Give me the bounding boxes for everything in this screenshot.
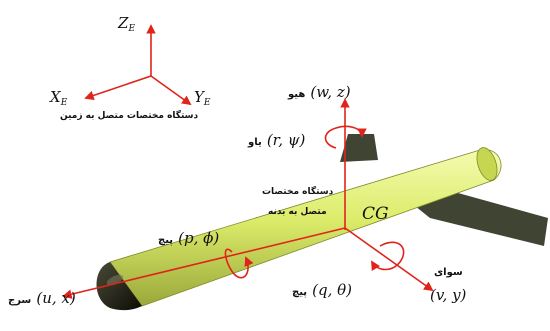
heave-symbol: (w, z) — [310, 83, 351, 101]
body-frame-axes — [62, 98, 434, 299]
earth-x-letter: X — [50, 88, 61, 106]
surge-label: سرج (u, x) — [8, 290, 76, 306]
earth-x-label: XE — [50, 90, 67, 108]
earth-z-subscript: E — [128, 24, 136, 34]
surge-symbol: (u, x) — [36, 289, 76, 307]
pitch-label: پیچ (q, θ) — [292, 282, 352, 298]
roll-name: پیچ — [158, 235, 174, 246]
sway-symbol: (v, y) — [430, 286, 467, 304]
earth-x-axis — [84, 75, 152, 101]
body-frame-caption-line1: دستگاه مختصات — [262, 187, 334, 197]
earth-x-subscript: E — [60, 98, 68, 108]
earth-z-letter: Z — [118, 14, 129, 32]
heave-name: هیو — [288, 89, 306, 100]
earth-y-axis — [150, 75, 192, 106]
earth-y-label: YE — [194, 90, 210, 108]
yaw-label: یاو (r, ψ) — [248, 132, 305, 148]
heave-label: هیو (w, z) — [288, 84, 351, 100]
nose-highlight — [106, 274, 124, 286]
surge-name: سرج — [8, 295, 32, 306]
yaw-rotation-arrow — [324, 125, 367, 149]
pitch-symbol: (q, θ) — [312, 281, 353, 299]
surge-axis — [62, 227, 346, 299]
yaw-symbol: (r, ψ) — [266, 131, 306, 149]
vehicle-nose — [96, 262, 142, 311]
upper-tail-fin — [340, 134, 378, 162]
earth-y-subscript: E — [203, 98, 211, 108]
body-frame-caption-line2: متصل به بدنه — [268, 207, 327, 217]
roll-symbol: (p, ϕ) — [178, 229, 220, 247]
earth-z-label: ZE — [118, 16, 135, 34]
roll-rotation-arrow — [224, 248, 254, 279]
lower-tail-fin — [405, 188, 548, 246]
earth-frame-caption: دستگاه مختصات متصل به زمین — [60, 111, 199, 121]
rotation-arrows — [224, 125, 405, 279]
pitch-name: پیچ — [292, 287, 308, 298]
sway-name: سوای — [434, 267, 463, 278]
earth-frame-axes — [84, 24, 192, 106]
vehicle-tail-cap — [476, 147, 498, 181]
sway-axis — [344, 227, 434, 292]
cg-label: CG — [362, 204, 389, 224]
yaw-name: یاو — [248, 137, 262, 148]
pitch-rotation-arrow — [371, 241, 405, 272]
earth-y-letter: Y — [194, 88, 204, 106]
roll-label: پیچ (p, ϕ) — [158, 230, 219, 246]
